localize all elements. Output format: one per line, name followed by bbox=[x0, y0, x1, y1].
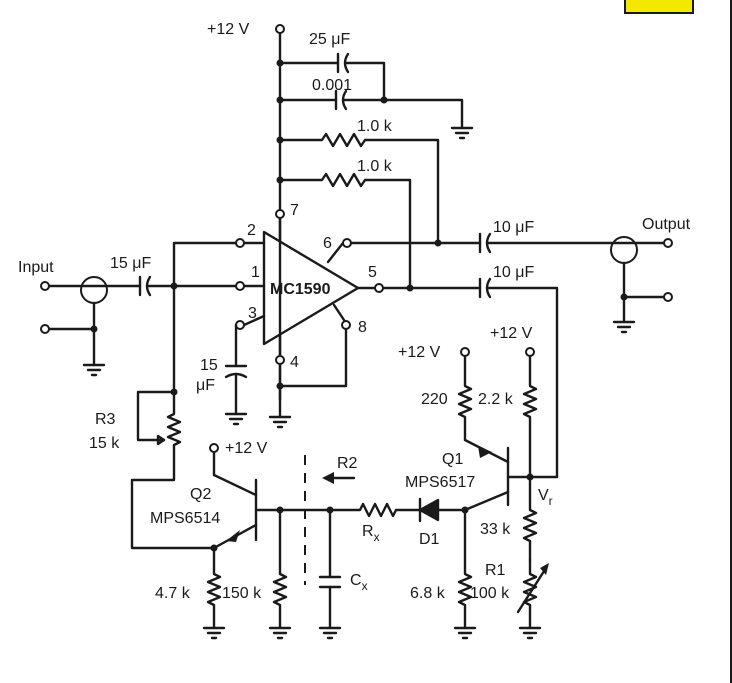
page-edge bbox=[730, 0, 732, 683]
mc1590-amplifier bbox=[235, 209, 384, 390]
potentiometer-r1 bbox=[516, 558, 549, 640]
capacitor-15uf-input bbox=[138, 275, 238, 297]
label-c-15uf-v-b: μF bbox=[196, 377, 215, 394]
label-c-15uf-v-a: 15 bbox=[200, 357, 218, 374]
label-cx: Cx bbox=[350, 572, 368, 593]
label-vcc-r1: +12 V bbox=[490, 325, 533, 342]
resistor-4k7 bbox=[202, 546, 226, 640]
label-q2-part: MPS6514 bbox=[150, 510, 220, 527]
label-pin7: 7 bbox=[290, 202, 299, 219]
label-r3-value: 15 k bbox=[89, 435, 120, 452]
diode-d1 bbox=[418, 497, 469, 523]
label-rx: Rx bbox=[362, 523, 380, 544]
label-vr: Vr bbox=[538, 487, 553, 508]
label-c-0001: 0.001 bbox=[312, 77, 352, 94]
label-pin3: 3 bbox=[248, 305, 257, 322]
label-r-1k-a: 1.0 k bbox=[357, 118, 393, 135]
label-pin2: 2 bbox=[247, 222, 256, 239]
label-pin8: 8 bbox=[358, 319, 367, 336]
label-c-25uf: 25 μF bbox=[309, 31, 350, 48]
capacitor-0001 bbox=[334, 89, 348, 111]
label-r-4k7: 4.7 k bbox=[155, 585, 191, 602]
label-pin1: 1 bbox=[251, 264, 260, 281]
potentiometer-r3 bbox=[130, 390, 216, 550]
terminal-vcc-top bbox=[275, 24, 285, 34]
resistor-220 bbox=[457, 347, 473, 442]
label-output: Output bbox=[642, 216, 691, 233]
label-r-1k-b: 1.0 k bbox=[357, 158, 393, 175]
resistor-1k-upper bbox=[276, 132, 440, 245]
label-r2: R2 bbox=[337, 455, 358, 472]
capacitor-15uf-bypass bbox=[224, 323, 248, 426]
label-pin4: 4 bbox=[290, 354, 299, 371]
label-q1: Q1 bbox=[442, 451, 463, 468]
resistor-rx bbox=[328, 502, 422, 518]
label-pin5: 5 bbox=[368, 264, 377, 281]
label-vcc-q1: +12 V bbox=[398, 344, 441, 361]
label-r1: R1 bbox=[485, 562, 506, 579]
label-r3: R3 bbox=[95, 411, 116, 428]
corner-tag bbox=[624, 0, 694, 14]
label-input: Input bbox=[18, 259, 54, 276]
resistor-2k2 bbox=[522, 347, 538, 479]
resistor-6k8 bbox=[453, 508, 477, 640]
label-r-220: 220 bbox=[421, 391, 448, 408]
input-section bbox=[40, 276, 142, 377]
label-c-10uf-b: 10 μF bbox=[493, 264, 534, 281]
label-r-2k2: 2.2 k bbox=[478, 391, 514, 408]
label-c-15uf-input: 15 μF bbox=[110, 255, 151, 272]
label-q1-part: MPS6517 bbox=[405, 474, 475, 491]
arrow-r2 bbox=[322, 472, 356, 484]
transistor-q2 bbox=[209, 443, 334, 552]
labels: +12 V 25 μF 0.001 1.0 k 1.0 k 7 2 6 1 5 … bbox=[18, 21, 691, 602]
resistor-33k bbox=[522, 475, 538, 562]
label-c-10uf-a: 10 μF bbox=[493, 219, 534, 236]
resistor-150k bbox=[268, 508, 292, 640]
label-pin6: 6 bbox=[323, 235, 332, 252]
input-bias-network bbox=[136, 241, 238, 442]
label-vcc-q2: +12 V bbox=[225, 440, 268, 457]
label-r-33k: 33 k bbox=[480, 521, 511, 538]
label-r-6k8: 6.8 k bbox=[410, 585, 446, 602]
capacitor-25uf bbox=[336, 52, 350, 74]
label-r-100k: 100 k bbox=[470, 585, 510, 602]
label-q2: Q2 bbox=[190, 486, 211, 503]
capacitor-cx bbox=[318, 508, 342, 640]
output-network bbox=[349, 232, 673, 334]
label-vcc-top: +12 V bbox=[207, 21, 250, 38]
label-ic: MC1590 bbox=[270, 281, 331, 298]
label-d1: D1 bbox=[419, 531, 440, 548]
feedback-network bbox=[381, 277, 559, 479]
transistor-q1 bbox=[463, 438, 559, 512]
resistor-1k-lower bbox=[276, 172, 412, 288]
label-r-150k: 150 k bbox=[222, 585, 262, 602]
ground-symbol bbox=[268, 415, 292, 429]
ground-symbol bbox=[450, 126, 474, 140]
